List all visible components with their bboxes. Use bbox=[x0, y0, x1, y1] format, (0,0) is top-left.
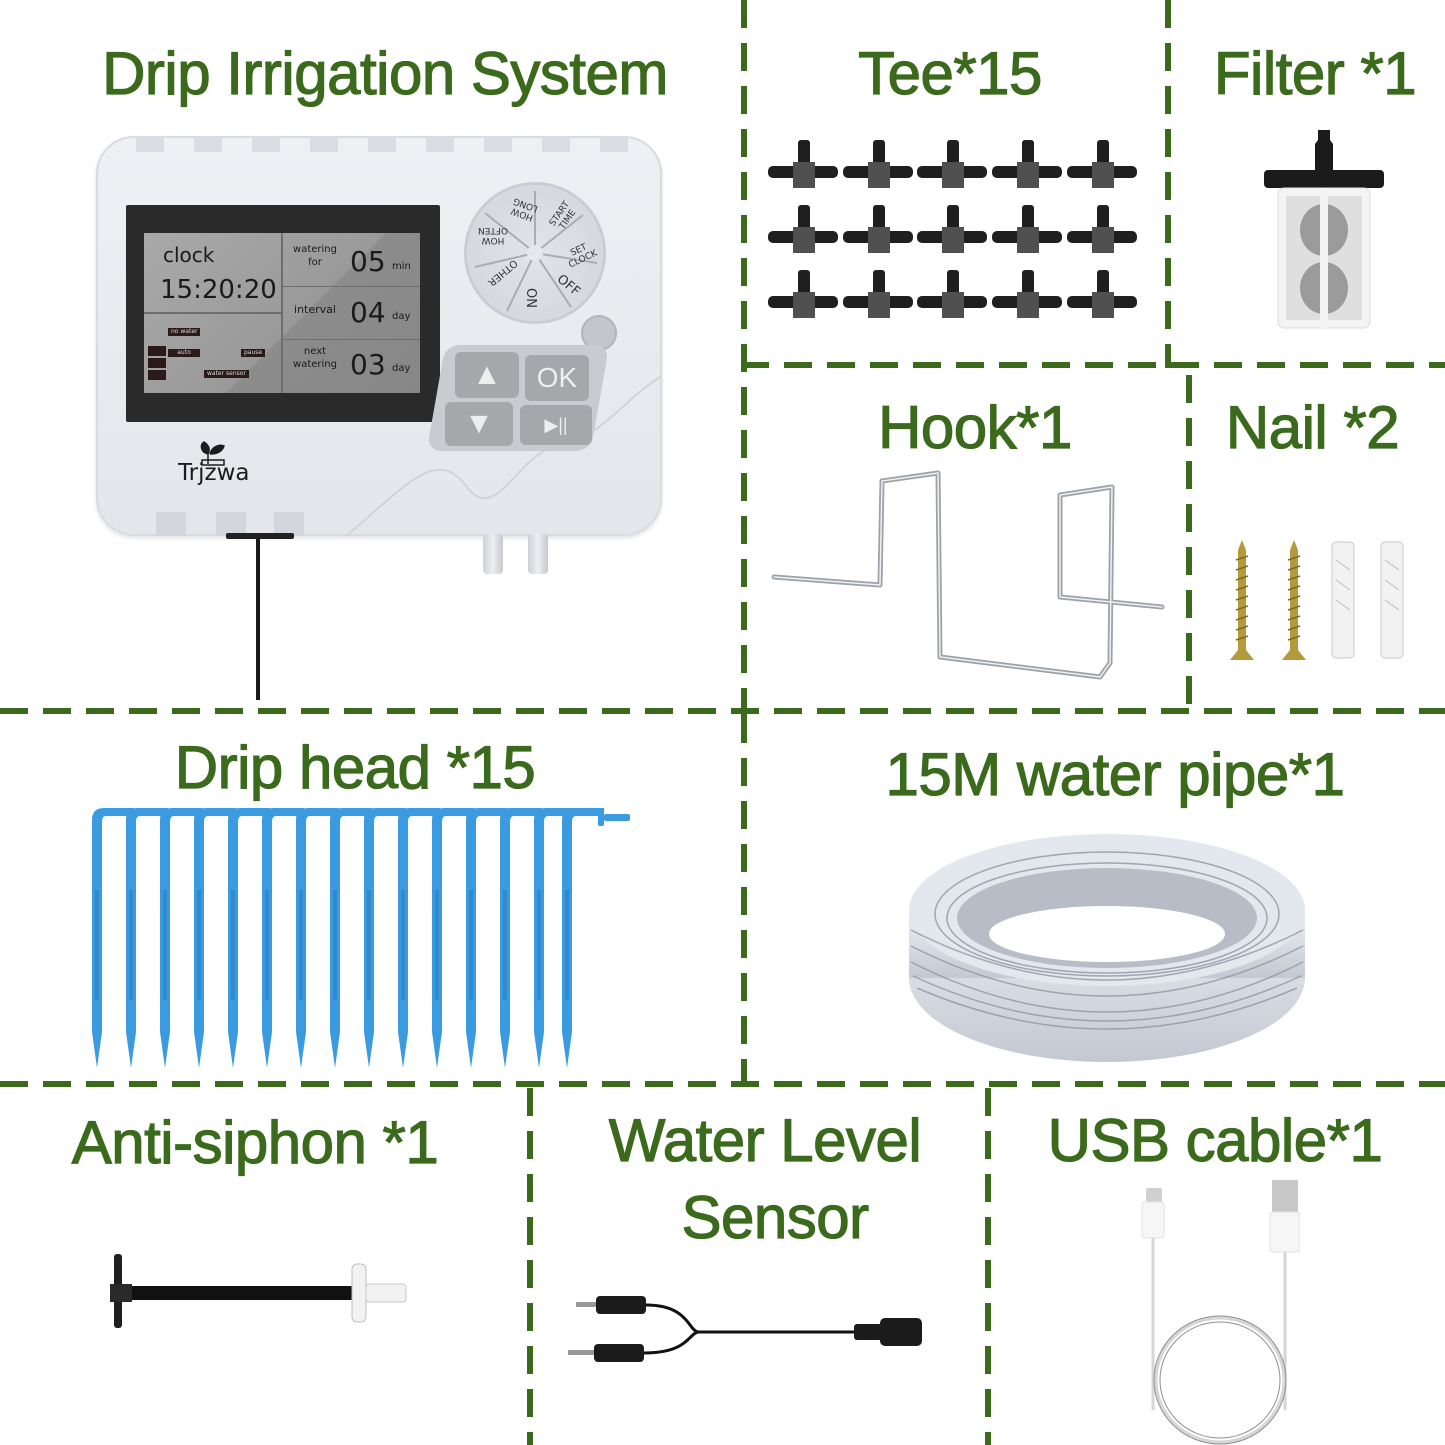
divider-v-bottom-2 bbox=[985, 1088, 991, 1445]
sensor-title-line1: Water Level bbox=[608, 1107, 922, 1174]
divider-v-bottom-1 bbox=[527, 1088, 533, 1445]
pipe-coil-icon bbox=[909, 834, 1305, 1062]
row-interval-value: 04 bbox=[350, 296, 386, 329]
sensor-cable-icon bbox=[568, 1296, 922, 1362]
indicator-no-water: no water bbox=[168, 328, 201, 336]
body-wave-decoration bbox=[345, 375, 662, 536]
hook-icon bbox=[771, 470, 1165, 680]
indicator-bar-2 bbox=[148, 358, 166, 368]
divider-v-hook-nail bbox=[1186, 375, 1192, 710]
brand-logo: Trjzwa bbox=[178, 460, 250, 486]
row-next-value: 03 bbox=[350, 348, 386, 381]
drip-stakes-icon bbox=[92, 808, 630, 1068]
row-next-label-1: next bbox=[303, 346, 327, 357]
vents-bottom bbox=[156, 512, 304, 536]
sensor-title-line2: Sensor bbox=[681, 1184, 870, 1251]
clock-value: 15:20:20 bbox=[160, 275, 277, 305]
water-outlet-2 bbox=[528, 534, 548, 574]
play-pause-button[interactable]: ▶|| bbox=[520, 405, 592, 445]
vents-top bbox=[136, 136, 628, 152]
drip-head-title: Drip head *15 bbox=[174, 734, 536, 801]
ok-button[interactable]: OK bbox=[525, 355, 589, 401]
screw-anchor-icon bbox=[1230, 540, 1404, 660]
row-next-label-2: watering bbox=[293, 359, 337, 370]
water-outlet-1 bbox=[483, 534, 503, 574]
lcd-screen: clock 15:20:20 no water auto pause water… bbox=[144, 233, 420, 393]
sensor-cable bbox=[256, 538, 260, 700]
divider-h-row3 bbox=[0, 1081, 1445, 1087]
divider-v-top-1 bbox=[741, 0, 747, 715]
divider-v-top-2 bbox=[1165, 0, 1171, 368]
row-interval-unit: day bbox=[392, 311, 411, 322]
anti-siphon-title: Anti-siphon *1 bbox=[71, 1109, 439, 1176]
row-watering-label-2: for bbox=[308, 257, 322, 268]
indicator-auto: auto bbox=[168, 349, 200, 357]
water-pipe-title: 15M water pipe*1 bbox=[885, 741, 1346, 808]
dial-spokes bbox=[474, 191, 598, 312]
row-next-unit: day bbox=[392, 363, 411, 374]
controller-title: Drip Irrigation System bbox=[101, 40, 669, 107]
filter-title: Filter *1 bbox=[1213, 40, 1417, 107]
indicator-water-sensor: water sensor bbox=[204, 370, 249, 378]
hook-title: Hook*1 bbox=[877, 394, 1072, 461]
up-button[interactable]: ▲ bbox=[455, 352, 519, 398]
anti-siphon-icon bbox=[110, 1254, 407, 1328]
filter-icon bbox=[1264, 130, 1384, 329]
divider-v-row2 bbox=[741, 715, 747, 1085]
sensor-cable-plug bbox=[226, 533, 294, 539]
row-watering-label-1: watering bbox=[293, 244, 337, 255]
divider-h-row2 bbox=[0, 708, 1445, 714]
nail-title: Nail *2 bbox=[1225, 394, 1400, 461]
clock-label: clock bbox=[163, 243, 215, 267]
brand-plant-icon bbox=[200, 441, 225, 466]
row-watering-unit: min bbox=[392, 261, 411, 272]
row-watering-value: 05 bbox=[350, 245, 386, 278]
divider-h-mid-right bbox=[741, 362, 1445, 368]
down-button[interactable]: ▼ bbox=[445, 402, 513, 446]
dial-how-often[interactable]: HOW OFTEN bbox=[477, 225, 509, 245]
row-interval-label: interval bbox=[294, 303, 336, 316]
indicator-bar-1 bbox=[148, 346, 166, 356]
usb-cable-title: USB cable*1 bbox=[1047, 1107, 1383, 1174]
indicator-bar-3 bbox=[148, 370, 166, 380]
dial-on[interactable]: ON bbox=[523, 288, 538, 308]
usb-cable-icon bbox=[1141, 1180, 1300, 1445]
indicator-pause: pause bbox=[241, 349, 266, 357]
tee-title: Tee*15 bbox=[857, 40, 1043, 107]
tee-connector-icon bbox=[768, 140, 1137, 318]
mode-dial[interactable]: HOW LONG START TIME SET CLOCK OFF ON OTH… bbox=[467, 185, 603, 321]
